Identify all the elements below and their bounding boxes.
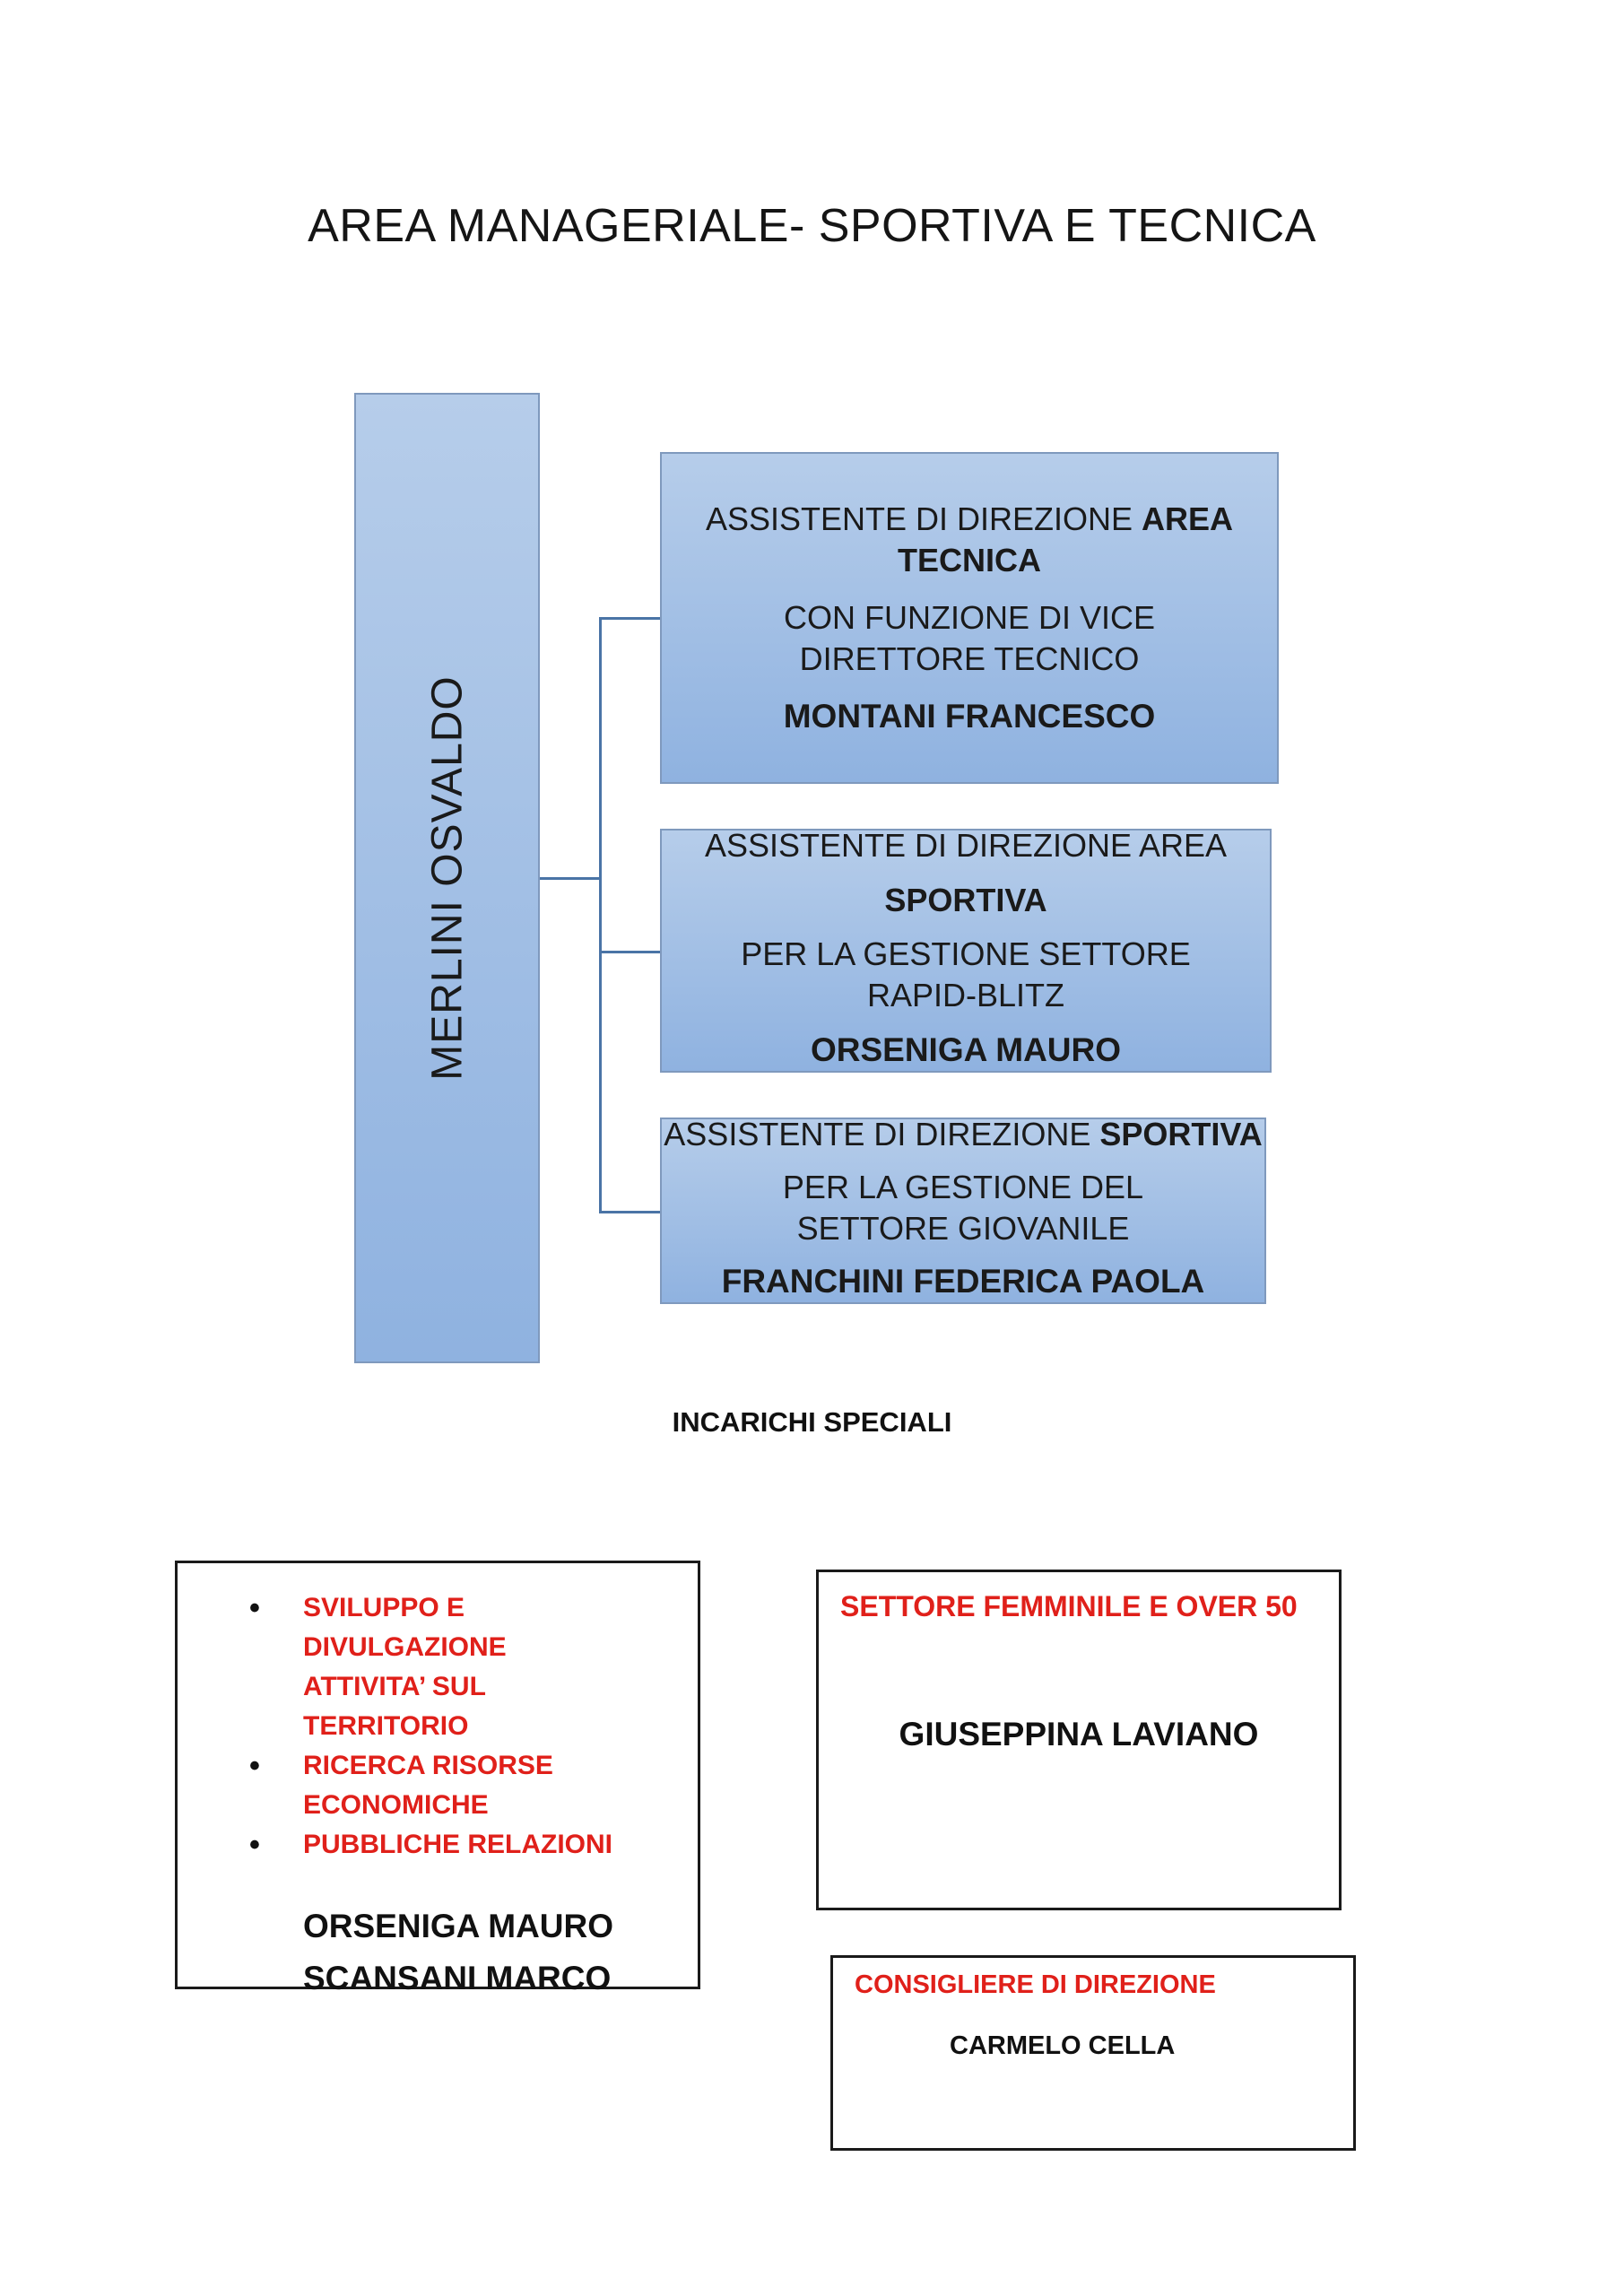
card-person-name: FRANCHINI FEDERICA PAOLA (721, 1263, 1205, 1300)
task-person: SCANSANI MARCO (303, 1960, 612, 1996)
task-list: SVILUPPO E DIVULGAZIONE ATTIVITA’ SUL TE… (249, 1588, 626, 1865)
list-item: SVILUPPO E DIVULGAZIONE ATTIVITA’ SUL TE… (249, 1588, 626, 1746)
women-box-title: SETTORE FEMMINILE E OVER 50 (840, 1590, 1298, 1622)
card-title-line: ASSISTENTE DI DIREZIONE AREA (704, 829, 1228, 864)
org-card-sport-rapid: ASSISTENTE DI DIREZIONE AREA SPORTIVA PE… (660, 829, 1272, 1073)
connector-branch-3 (599, 1211, 660, 1213)
card-role: PER LA GESTIONE SETTORE RAPID-BLITZ (741, 935, 1191, 1014)
card-person-name: MONTANI FRANCESCO (783, 698, 1156, 735)
women-box-person: GIUSEPPINA LAVIANO (899, 1716, 1259, 1752)
women-sector-box: SETTORE FEMMINILE E OVER 50 GIUSEPPINA L… (816, 1570, 1342, 1910)
task-person: ORSENIGA MAURO (303, 1908, 614, 1944)
card-role: PER LA GESTIONE DEL SETTORE GIOVANILE (782, 1169, 1144, 1247)
card-role: CON FUNZIONE DI VICE DIRETTORE TECNICO (783, 599, 1156, 677)
list-item: RICERCA RISORSE ECONOMICHE (249, 1746, 626, 1825)
org-root-box: MERLINI OSVALDO (354, 393, 540, 1363)
special-tasks-box: SVILUPPO E DIVULGAZIONE ATTIVITA’ SUL TE… (175, 1561, 700, 1996)
card-title-area: TECNICA (898, 542, 1041, 578)
org-root-label: MERLINI OSVALDO (423, 675, 471, 1081)
council-box-title: CONSIGLIERE DI DIREZIONE (855, 1970, 1216, 1999)
connector-branch-2 (599, 951, 660, 953)
council-box: CONSIGLIERE DI DIREZIONE CARMELO CELLA (830, 1955, 1356, 2151)
org-card-technical: ASSISTENTE DI DIREZIONE AREA TECNICA CON… (660, 452, 1279, 784)
section-heading: INCARICHI SPECIALI (672, 1406, 952, 1438)
connector-vertical-trunk (599, 617, 602, 1213)
council-box-person: CARMELO CELLA (950, 2031, 1176, 2060)
connector-branch-1 (599, 617, 660, 620)
connector-root-horizontal (540, 877, 601, 880)
list-item: PUBBLICHE RELAZIONI (249, 1825, 626, 1865)
page-title: AREA MANAGERIALE- SPORTIVA E TECNICA (308, 200, 1316, 252)
card-title-line: ASSISTENTE DI DIREZIONE SPORTIVA (664, 1118, 1263, 1152)
org-card-sport-youth: ASSISTENTE DI DIREZIONE SPORTIVA PER LA … (660, 1118, 1266, 1304)
card-title-area: SPORTIVA (884, 881, 1047, 918)
card-title-line: ASSISTENTE DI DIREZIONE AREA (705, 500, 1234, 537)
card-person-name: ORSENIGA MAURO (810, 1031, 1122, 1069)
